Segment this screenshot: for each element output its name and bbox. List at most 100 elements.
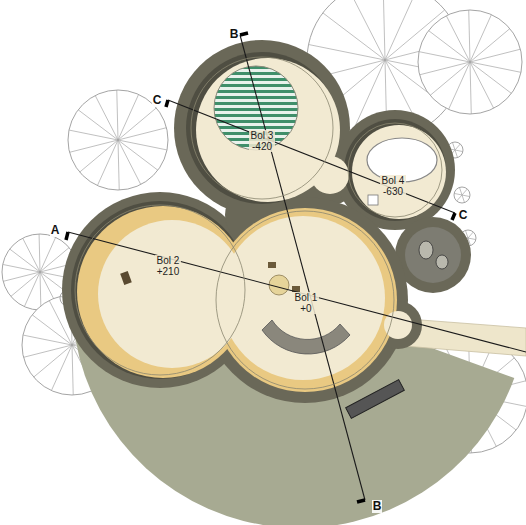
tree-branch [39,234,41,272]
tree-branch [462,189,467,195]
room-circle: Bol 4-630 [347,122,443,218]
curved-bench [262,320,350,354]
tree-branch [429,31,470,62]
tree-branch [462,195,465,203]
tree-branch [118,140,141,185]
tree-branch [455,150,463,152]
section-marks [66,33,455,502]
room-outline [190,56,334,200]
room-name: Bol 4 [380,175,407,186]
tree-branch [462,195,470,197]
tree-branch [40,237,56,272]
room-name: Bol 3 [249,130,276,141]
stove [120,271,132,285]
wc-room [405,227,461,283]
wall-shadow [71,52,446,379]
tree-branch [470,15,491,62]
room-circle: Bol 2+210 [74,204,246,376]
tree-branch [117,90,118,140]
sink [436,255,448,269]
tree-branch [470,62,511,93]
floor [98,58,446,380]
tree-branch [455,144,460,150]
section-label: B [229,28,240,41]
floor-level: +210 [155,266,182,277]
room-outline-circle [75,205,245,375]
room-outline [74,204,246,376]
room-label: Bol 2+210 [155,255,182,277]
tree-branch [468,232,473,238]
tree-branch [118,140,119,190]
tree-branch [349,0,385,60]
tree-branch [24,272,40,307]
tree-branch [470,62,521,72]
room-label: Bol 3-420 [249,130,276,152]
section-label: C [152,94,163,107]
tree-branch [323,13,385,60]
room-name: Bol 1 [293,292,320,303]
room-outline-circle [191,57,333,199]
room-label: Bol 4-630 [380,175,407,197]
tree-branch [309,45,385,60]
tree-branch [420,62,470,75]
tree-branch [23,335,72,345]
section-label: B [372,500,383,513]
tree-branch [419,52,470,62]
floor-level: -420 [249,141,276,152]
tree-branch [51,345,72,391]
tree-branch [23,238,40,272]
tree-branch [32,315,72,345]
chair [268,262,276,268]
tree-branch [95,95,118,140]
pool [214,66,298,150]
tree-branch [72,345,73,395]
tree-branch [469,10,470,62]
tree-branch [470,62,471,114]
tree-branch [3,264,40,272]
walls [62,40,471,403]
tree-branch [118,94,139,140]
tree-branch [452,142,455,150]
tree-branch [118,140,167,150]
tree-branch [118,128,166,140]
tree-branch [468,238,476,240]
room-label: Bol 1+0 [293,292,320,314]
section-lines [68,35,526,500]
tree-branch [446,16,470,62]
tree-branch [454,193,462,195]
wood-floor [77,206,397,392]
tree [68,90,168,190]
tree-branch [40,272,42,310]
tree-branch [3,272,40,281]
tree-branch [385,0,417,60]
section-label: C [458,209,469,222]
tree-branch [78,110,118,140]
tree-branch [69,130,118,140]
tree-branch [449,62,470,109]
tree-branch [24,345,72,357]
room-outline [347,122,443,218]
room-circle: Bol 1+0 [215,210,395,390]
room-name: Bol 2 [155,255,182,266]
toilet [419,241,433,259]
tree-branch [10,249,40,272]
floor-level: +0 [293,303,320,314]
section-label: A [50,224,61,237]
room-outline-circle [216,211,394,389]
basin [368,195,378,205]
tree-branch [470,62,494,108]
tree-branch [70,140,118,152]
tree-branch [97,140,118,186]
tree-branch [470,49,520,62]
tree-branch [455,150,458,158]
tree [454,187,470,203]
tree-branch [383,0,385,60]
room-outline-circle [348,123,442,217]
tree-branch [457,195,462,201]
tree-branch [118,140,158,170]
room-circle: Bol 3-420 [190,56,334,200]
